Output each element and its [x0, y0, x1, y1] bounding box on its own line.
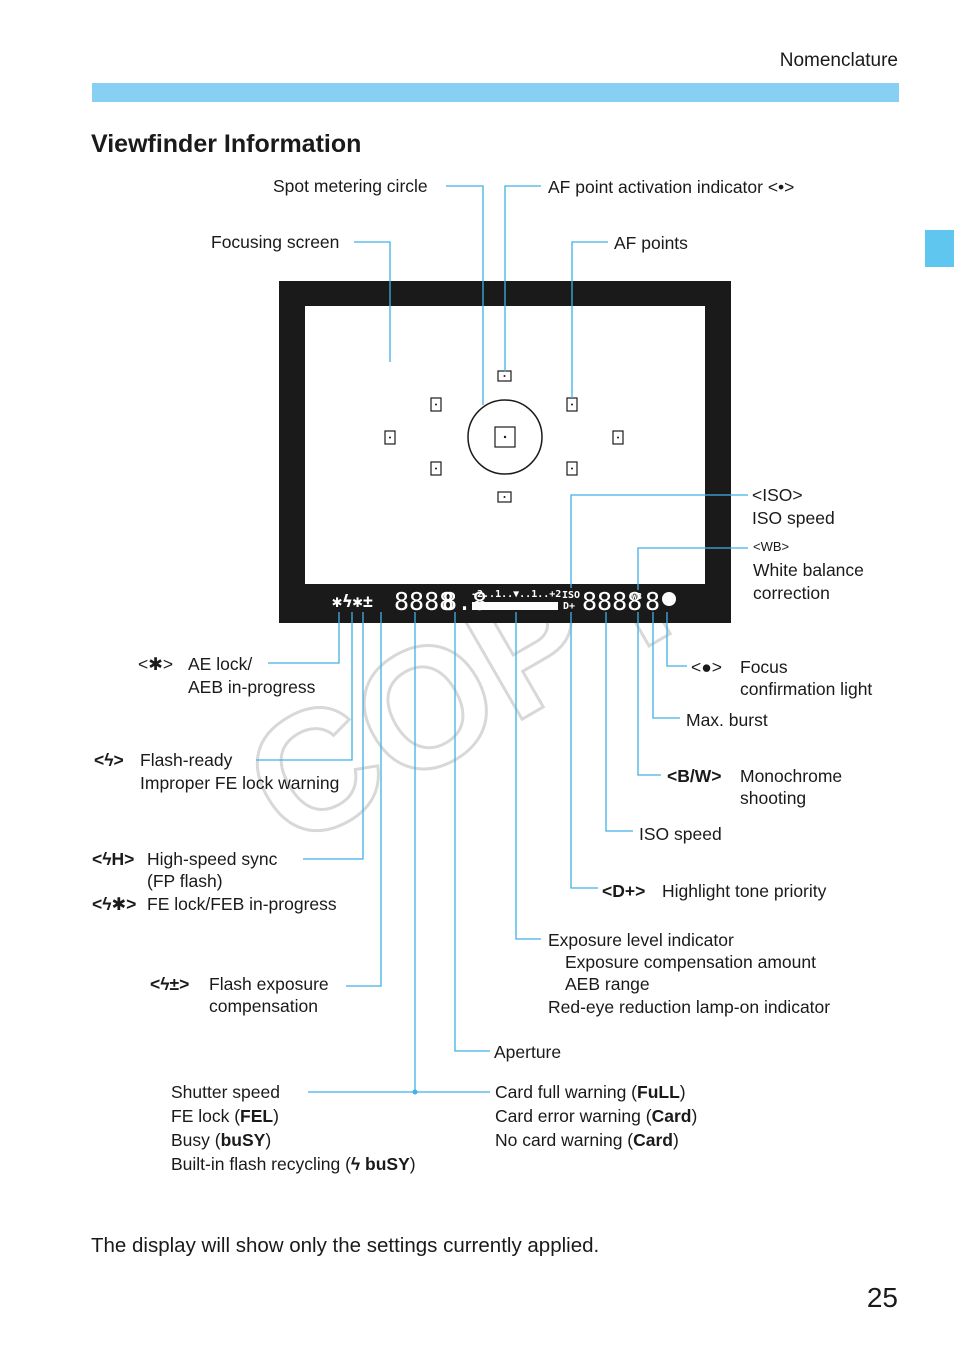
label-mono-line2: shooting [740, 788, 807, 808]
lcd-shutter-digits: 8888 [394, 587, 454, 616]
page-title: Viewfinder Information [91, 130, 362, 158]
page-number: 25 [866, 1282, 898, 1313]
label-mono-icon: <B/W> [667, 766, 722, 786]
chapter-tab [925, 230, 954, 267]
label-recycling-line: Built-in flash recycling (ϟ buSY) [171, 1154, 416, 1174]
lcd-iso-label: ISO [562, 590, 580, 601]
label-card-error: Card error warning (Card) [495, 1106, 698, 1126]
leader-iso-top [570, 494, 748, 588]
label-mono-line1: Monochrome [740, 766, 843, 786]
label-af-points: AF points [614, 233, 688, 253]
leader-mono [637, 612, 661, 776]
header-bar [92, 83, 899, 102]
leader-htp [570, 612, 598, 889]
leader-af-activation [504, 185, 541, 372]
leader-fec [346, 612, 382, 987]
lcd-burst-digit: 8 [645, 587, 660, 616]
section-header: Nomenclature [779, 50, 898, 71]
leader-af-points [571, 241, 608, 398]
lcd-strip: ✱ϟ✱± 8888 8.8 -2..1..▼..1..+2 ISO D+ 888… [332, 587, 660, 616]
label-no-card: No card warning (Card) [495, 1130, 679, 1150]
af-point-center [494, 426, 516, 448]
label-htp-icon: <D+> [602, 881, 646, 901]
label-fe-lock-code-line: FE lock (FEL) [171, 1106, 279, 1126]
label-ae-lock-line2: AEB in-progress [188, 677, 316, 697]
label-ae-lock-line1: AE lock/ [188, 654, 253, 674]
label-wb-icon: <WB> [753, 539, 790, 554]
label-wb-line1: White balance [753, 560, 864, 580]
leader-spot [446, 185, 484, 405]
af-point-bottom [497, 491, 512, 503]
leader-exposure [515, 612, 541, 940]
label-focusing-screen: Focusing screen [211, 232, 340, 252]
label-htp-line: Highlight tone priority [662, 881, 827, 901]
label-af-activation: AF point activation indicator <•> [548, 177, 795, 197]
label-card-full: Card full warning (FuLL) [495, 1082, 686, 1102]
label-fec-line2: compensation [209, 996, 318, 1016]
lcd-scale: -2..1..▼..1..+2 [471, 589, 561, 600]
label-focus-icon: <●> [691, 657, 723, 677]
lcd-aperture-digits: 8.8 [442, 587, 487, 616]
label-shutter-speed: Shutter speed [171, 1082, 280, 1102]
lcd-left-icons: ✱ϟ✱± [332, 592, 373, 612]
af-point-lower-right [566, 461, 578, 476]
label-flash-ready-line2: Improper FE lock warning [140, 773, 340, 793]
leader-hss [303, 612, 364, 860]
label-flash-ready-line1: Flash-ready [140, 750, 233, 770]
label-focus-line1: Focus [740, 657, 788, 677]
label-fe-lock-icon: <ϟ✱> [92, 894, 137, 914]
label-wb-line2: correction [753, 583, 830, 603]
label-spot-metering: Spot metering circle [273, 176, 428, 196]
label-max-burst: Max. burst [686, 710, 768, 730]
label-iso-speed-bottom: ISO speed [639, 824, 722, 844]
label-aperture: Aperture [494, 1042, 562, 1062]
label-busy-line: Busy (buSY) [171, 1130, 272, 1150]
label-hss-line1: High-speed sync [147, 849, 278, 869]
label-exposure-comp: Exposure compensation amount [565, 952, 816, 972]
label-fec-icon: <ϟ±> [150, 974, 190, 994]
af-point-right [612, 430, 624, 445]
label-red-eye: Red-eye reduction lamp-on indicator [548, 997, 831, 1017]
lcd-iso-digits: 8888 [582, 587, 642, 616]
label-flash-ready-icon: <ϟ> [94, 750, 124, 770]
af-point-left [384, 430, 396, 445]
spot-metering-circle [467, 399, 543, 475]
label-hss-line2: (FP flash) [147, 871, 223, 891]
af-point-upper-left [430, 397, 442, 412]
label-ae-lock-icon: <✱> [138, 654, 174, 674]
label-aeb-range: AEB range [565, 974, 650, 994]
label-iso-icon: <ISO> [752, 485, 803, 505]
leader-iso-bottom [605, 612, 633, 832]
lcd-focus-dot [662, 592, 676, 606]
leader-focus [666, 612, 687, 667]
lcd-d-plus: D+ [563, 601, 575, 612]
leader-focusing-screen [354, 241, 391, 362]
leader-lines [256, 185, 748, 1093]
label-fec-line1: Flash exposure [209, 974, 329, 994]
label-exposure-level: Exposure level indicator [548, 930, 734, 950]
footer-note: The display will show only the settings … [91, 1234, 600, 1257]
af-point-lower-left [430, 461, 442, 476]
lcd-wb-small: WB [632, 592, 642, 601]
leader-max-burst [652, 612, 680, 719]
af-point-dots [389, 375, 619, 498]
label-iso-speed-top: ISO speed [752, 508, 835, 528]
leader-ae-lock [268, 612, 340, 664]
leader-junction [412, 1089, 418, 1095]
lcd-bar-graph [472, 602, 558, 610]
leader-flash-ready [256, 612, 353, 761]
label-focus-line2: confirmation light [740, 679, 873, 699]
label-hss-icon: <ϟH> [92, 849, 135, 869]
leader-aperture [454, 612, 490, 1052]
leader-wb [637, 547, 748, 590]
label-fe-lock-line: FE lock/FEB in-progress [147, 894, 337, 914]
